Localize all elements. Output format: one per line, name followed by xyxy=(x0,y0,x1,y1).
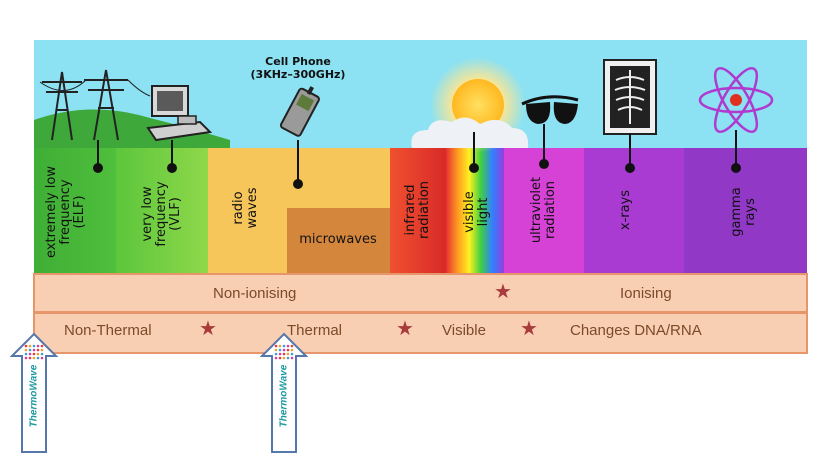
ionising-label: Ionising xyxy=(620,285,672,302)
logo-dot xyxy=(274,348,278,352)
sun-icon xyxy=(411,57,529,153)
logo-dot xyxy=(286,344,290,348)
star-icon: ★ xyxy=(494,281,512,303)
star-icon: ★ xyxy=(520,318,538,340)
thermal-band xyxy=(33,312,808,354)
logo-dot xyxy=(24,352,28,356)
logo-dot xyxy=(274,344,278,348)
logo-dot xyxy=(282,344,286,348)
cell-phone-title: Cell Phone (3KHz–300GHz) xyxy=(238,55,358,81)
logo-dot xyxy=(274,352,278,356)
logo-dot xyxy=(32,344,36,348)
thermowave-label-2: ThermoWave xyxy=(278,364,290,428)
thermowave-logo-1 xyxy=(24,344,44,360)
logo-dot xyxy=(36,348,40,352)
logo-dot xyxy=(274,356,278,360)
cell-phone-icon xyxy=(279,86,320,137)
logo-dot xyxy=(28,348,32,352)
logo-dot xyxy=(40,352,44,356)
non-ionising-label: Non-ionising xyxy=(213,285,297,302)
spectrum-label-xray: x-rays xyxy=(618,189,633,231)
changes-dna-label: Changes DNA/RNA xyxy=(570,322,702,339)
computer-icon xyxy=(146,85,213,142)
logo-dot xyxy=(36,356,40,360)
logo-dot xyxy=(40,356,44,360)
logo-dot xyxy=(36,352,40,356)
band-infrared xyxy=(390,148,446,273)
band-microwave xyxy=(287,208,390,273)
sunglasses-icon xyxy=(521,95,579,124)
band-gamma xyxy=(684,148,807,273)
star-icon: ★ xyxy=(396,318,414,340)
logo-dot xyxy=(36,344,40,348)
logo-dot xyxy=(32,352,36,356)
logo-dot xyxy=(40,348,44,352)
logo-dot xyxy=(278,348,282,352)
logo-dot xyxy=(290,352,294,356)
logo-dot xyxy=(24,356,28,360)
logo-dot xyxy=(286,348,290,352)
logo-dot xyxy=(282,356,286,360)
logo-dot xyxy=(286,352,290,356)
xray-icon xyxy=(603,59,657,135)
logo-dot xyxy=(28,352,32,356)
star-icon: ★ xyxy=(199,318,217,340)
logo-dot xyxy=(286,356,290,360)
logo-dot xyxy=(290,356,294,360)
visible-label: Visible xyxy=(442,322,486,339)
atom-icon xyxy=(698,67,774,133)
thermowave-arrow-1 xyxy=(9,332,59,453)
logo-dot xyxy=(28,344,32,348)
logo-dot xyxy=(290,344,294,348)
logo-dot xyxy=(278,352,282,356)
logo-dot xyxy=(32,356,36,360)
logo-dot xyxy=(24,344,28,348)
thermowave-arrow-2 xyxy=(259,332,309,453)
non-thermal-label: Non-Thermal xyxy=(64,322,152,339)
thermal-label: Thermal xyxy=(287,322,343,339)
logo-dot xyxy=(278,344,282,348)
ionising-band xyxy=(33,273,808,313)
power-tower-icon xyxy=(39,69,151,141)
spectrum-label-microwave: microwaves xyxy=(299,232,377,247)
logo-dot xyxy=(24,348,28,352)
logo-dot xyxy=(282,352,286,356)
pointer-lines xyxy=(93,124,741,189)
logo-dot xyxy=(290,348,294,352)
cell-phone-range: (3KHz–300GHz) xyxy=(250,68,346,81)
thermowave-label-1: ThermoWave xyxy=(28,364,40,428)
band-vlf xyxy=(116,148,208,273)
thermowave-logo-2 xyxy=(274,344,294,360)
logo-dot xyxy=(28,356,32,360)
logo-dot xyxy=(40,344,44,348)
logo-dot xyxy=(282,348,286,352)
hill xyxy=(34,109,230,150)
logo-dot xyxy=(32,348,36,352)
cell-phone-title-text: Cell Phone xyxy=(265,55,331,68)
logo-dot xyxy=(278,356,282,360)
